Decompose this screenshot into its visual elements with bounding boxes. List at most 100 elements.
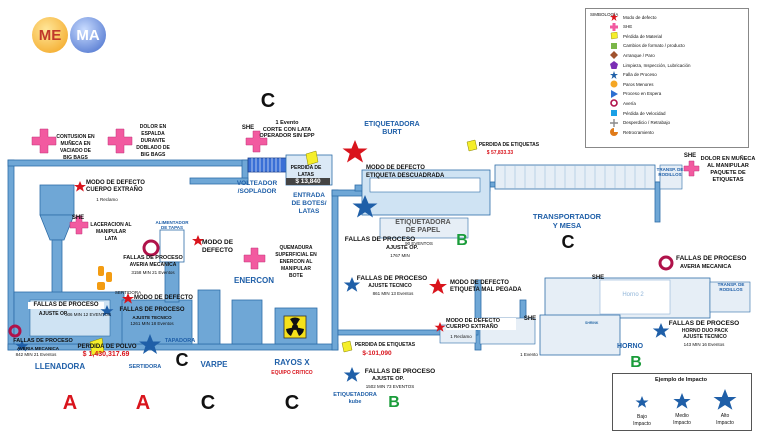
legend-pentagon-icon xyxy=(610,61,618,69)
sertidora-machine xyxy=(121,299,193,345)
legend-item-label: Retrocramiento xyxy=(623,129,654,135)
station-tapadora: TAPADORA xyxy=(164,338,196,344)
contusion-note: CONTUSION EN MUÑECA EN VACIADO DE BIG BA… xyxy=(56,134,95,161)
me-logo-text: ME xyxy=(38,26,62,44)
station-enercon: ENERCON xyxy=(233,276,274,285)
perdida-etiq-burt-value: $ 57,833.33 xyxy=(486,150,514,156)
modo-cuerpo2-note: MODO DE DEFECTO CUERPO EXTRAÑO xyxy=(446,318,516,330)
fallas-ajuste-mid-sub: AJUSTE TECNICO xyxy=(368,283,412,289)
she-manual-tag: SHE xyxy=(683,153,697,159)
fallas-averia-title: FALLAS DE PROCESO xyxy=(123,255,183,261)
legend-wedge-icon xyxy=(610,128,618,137)
legend-cross-icon xyxy=(610,22,618,31)
station-transp-rodillos: TRANSP. DE RODILLOS xyxy=(656,167,684,177)
she-cross-icon xyxy=(243,247,266,270)
grade-sertidora-c: C xyxy=(175,350,189,370)
modo-cuerpo2-sub: 1 Reclamo xyxy=(450,334,472,339)
modo-cuerpo-sub: 1 Reclamo xyxy=(96,197,118,202)
legend-item-label: Limpieza, Inspección, Lubricación xyxy=(623,62,691,68)
mid-impact-star-icon xyxy=(673,393,691,409)
she-cross-icon xyxy=(245,130,268,153)
process-failure-star-icon xyxy=(343,367,361,382)
perdida-etiq-kube-value: $-101,090 xyxy=(362,350,392,357)
impact-low-label: Bajo Impacto xyxy=(633,414,651,427)
station-sertidora: SERTIDORA xyxy=(128,364,162,370)
fallas-ajuste-tap-title: FALLAS DE PROCESO xyxy=(119,307,185,313)
station-shrink: SHRINK xyxy=(585,321,599,325)
material-loss-flag-icon xyxy=(89,337,105,356)
fallas-papel-stats: 1767 MIN xyxy=(390,253,410,258)
fallas-papel-sub: AJUSTE OP. xyxy=(386,245,418,251)
perdida-etiq-kube-note: PERDIDA DE ETIQUETAS xyxy=(354,342,416,348)
station-transp-rodillos-2: TRANSP. DE RODILLOS xyxy=(717,282,745,292)
process-failure-star-icon xyxy=(352,195,378,218)
process-failure-star-icon xyxy=(100,305,114,317)
fallas-llen2-sub: AVERIA MECANICA xyxy=(16,346,59,351)
perdida-polvo-value: $ 1,430,317.69 xyxy=(82,351,130,358)
fallas-papel-events: 90 EVENTOS xyxy=(405,241,433,246)
fallas-horno-title: FALLAS DE PROCESO xyxy=(668,320,740,327)
legend-item-label: Arranque / Paro xyxy=(623,52,655,58)
alimentador-box xyxy=(159,229,185,263)
grade-etiq-papel: B xyxy=(456,232,468,249)
ma-logo: MA xyxy=(70,17,106,53)
grade-rayos: C xyxy=(284,392,300,414)
she-horno-tag: SHE xyxy=(523,316,537,322)
modo-cuerpo-note: MODO DE DEFECTO CUERPO EXTRAÑO xyxy=(86,180,145,193)
she-shrink-tag: SHE xyxy=(591,275,605,281)
defect-star-icon xyxy=(122,293,134,304)
high-impact-star-icon xyxy=(713,389,737,410)
fallas-ajuste-tap-stats: 1261 MIN 18 Eventos xyxy=(130,321,174,326)
legend-item-label: Desperdicio / Retrabajo xyxy=(623,120,671,126)
station-varpe: VARPE xyxy=(200,360,228,369)
grade-volteador: C xyxy=(260,90,276,112)
legend-plus-icon xyxy=(610,118,618,127)
she-lacer-tag: SHE xyxy=(71,215,85,221)
defect-star-icon xyxy=(192,235,204,246)
legend-item-label: Falla de Proceso xyxy=(623,72,657,78)
legend-star-icon xyxy=(610,70,618,79)
defect-star-icon xyxy=(74,181,86,192)
defect-star-icon xyxy=(434,322,446,332)
ma-logo-text: MA xyxy=(76,26,100,44)
station-transport: TRANSPORTADOR Y MESA xyxy=(532,212,602,230)
process-failure-star-icon xyxy=(343,277,361,292)
fallas-horno-stats: 143 MIN 16 Eventos xyxy=(683,342,725,347)
laceracion-note: LACERACION AL MANIPULAR LATA xyxy=(90,222,132,242)
legend-ring-icon xyxy=(610,99,618,108)
legend-item-label: Modo de defecto xyxy=(623,14,657,20)
fallas-llen-title: FALLAS DE PROCESO xyxy=(28,302,104,309)
legend-item-label: Cambios de formato / producto xyxy=(623,43,685,49)
grade-varpe: C xyxy=(200,392,216,414)
me-logo: ME xyxy=(32,17,68,53)
station-rayos: RAYOS X xyxy=(274,358,310,367)
llenadora-hopper xyxy=(39,184,75,301)
station-equipo-critico: EQUIPO CRITICO xyxy=(271,370,313,376)
process-failure-star-icon xyxy=(652,323,670,338)
averia-ring-icon xyxy=(142,239,160,257)
fallas-llen2-title: FALLAS DE PROCESO xyxy=(13,338,73,344)
material-loss-flag-icon xyxy=(466,139,478,152)
station-etiq-burt: ETIQUETADORA BURT xyxy=(364,121,420,136)
legend-box xyxy=(585,8,749,148)
legend-item-label: Paros Menores xyxy=(623,81,654,87)
material-loss-flag-icon xyxy=(341,340,353,353)
legend-item-label: Pérdida de Material xyxy=(623,33,663,39)
station-volteador: VOLTEADOR /SOPLADOR xyxy=(236,180,278,195)
station-sertidora-small: SERTIDORA xyxy=(114,290,142,295)
fallas-kube-stats: 1502 MIN 73 EVENTOS xyxy=(365,384,415,389)
perdida-etiq-burt-note: PERDIDA DE ETIQUETAS xyxy=(478,142,540,148)
grade-transport: C xyxy=(561,232,575,252)
she-cross-icon xyxy=(683,160,700,177)
she-cross-icon xyxy=(31,128,57,154)
legend-item-label: Pérdida de Velocidad xyxy=(623,110,666,116)
perdida-latas-value: $ 13,840 xyxy=(286,178,330,185)
grade-etiq-kube: B xyxy=(388,394,400,411)
fallas-avr-right-title: FALLAS DE PROCESO xyxy=(676,255,747,262)
horno-evento: 1 Evento xyxy=(520,352,538,357)
legend-triangle-icon xyxy=(611,89,618,98)
fallas-ajuste-mid-title: FALLAS DE PROCESO xyxy=(356,275,428,282)
grade-llenadora: A xyxy=(62,392,78,414)
defect-star-icon xyxy=(342,140,368,163)
